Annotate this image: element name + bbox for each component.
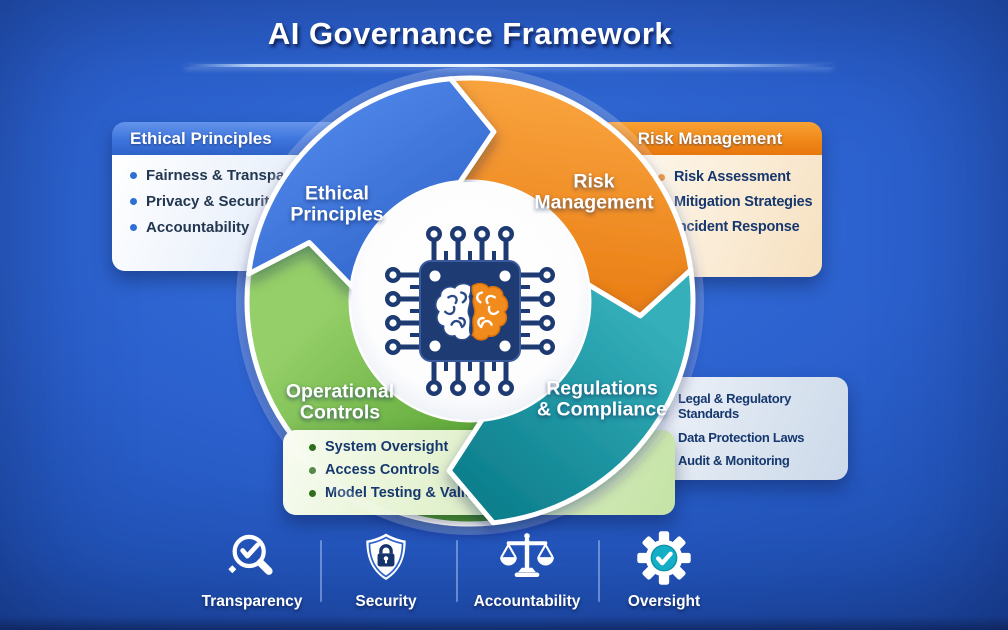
gear-check-icon — [637, 531, 691, 585]
shield-lock-icon — [366, 533, 406, 581]
footer-item-security: Security — [316, 528, 456, 611]
bullet-dot — [130, 224, 137, 231]
footer-divider — [598, 540, 600, 602]
bullet-dot — [309, 443, 316, 451]
title-divider — [185, 64, 833, 67]
footer-item-oversight: Oversight — [594, 528, 734, 611]
magnifier-check-icon — [228, 534, 273, 575]
bullet-dot — [658, 223, 665, 231]
list-item: Risk Assessment — [658, 169, 822, 185]
bullet-dot — [309, 466, 316, 474]
footer-item-transparency: Transparency — [182, 528, 322, 611]
list-item: Accountability — [130, 219, 442, 236]
list-item: Audit & Monitoring — [662, 453, 848, 468]
scales-icon — [500, 533, 554, 577]
bullet-dot — [658, 198, 665, 206]
list-item: Legal & Regulatory Standards — [662, 391, 848, 421]
list-item: Incident Response — [658, 219, 822, 235]
chip-body — [419, 260, 521, 362]
list-item: Mitigation Strategies — [658, 194, 822, 210]
bullet-dot — [658, 173, 665, 181]
list-item: Fairness & Transparency — [130, 167, 442, 184]
list-item: System Oversight — [309, 439, 675, 455]
regulations-compliance-panel: Legal & Regulatory Standards Data Protec… — [650, 377, 848, 480]
brain-graphic — [434, 282, 509, 341]
footer-divider — [456, 540, 458, 602]
brain-right-half — [471, 282, 509, 341]
list-item: Privacy & Security — [130, 193, 442, 210]
list-item: Data Protection Laws — [662, 430, 848, 445]
list-item: Access Controls — [309, 462, 675, 478]
ethical-panel-title: Ethical Principles — [112, 122, 442, 155]
operational-controls-panel: System Oversight Access Controls Model T… — [283, 430, 675, 515]
bullet-dot — [130, 198, 137, 205]
bullet-dot — [309, 489, 316, 497]
page-title: AI Governance Framework — [267, 16, 673, 51]
risk-panel-title: Risk Management — [598, 122, 822, 155]
list-item: Model Testing & Validation — [309, 485, 675, 501]
ethical-principles-panel: Ethical Principles Fairness & Transparen… — [112, 122, 442, 271]
footer-item-accountability: Accountability — [457, 528, 597, 611]
footer-divider — [320, 540, 322, 602]
brain-left-half — [434, 282, 472, 341]
segment-label-regulations-compliance: Regulations& Compliance — [536, 377, 668, 421]
bullet-dot — [130, 172, 137, 179]
